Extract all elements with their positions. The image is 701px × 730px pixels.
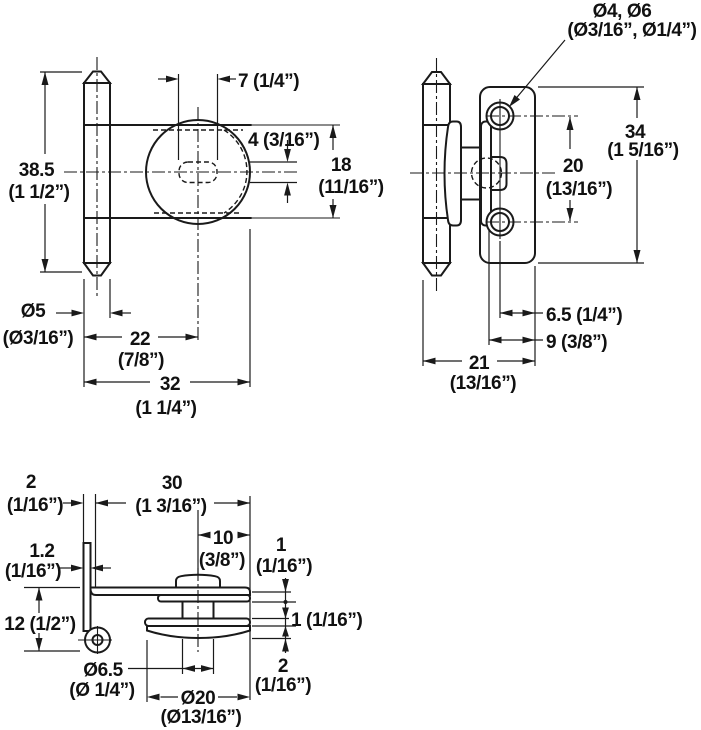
dim-gap-top-inch: (1/16”) bbox=[256, 556, 312, 577]
dim-34-inch: (1 5/16”) bbox=[607, 140, 678, 161]
dim-disc-thickness-label: 2 bbox=[278, 656, 288, 677]
dim-12t-inch: (1/16”) bbox=[5, 561, 61, 582]
dim-sleeve-dia: Ø6.5 (Ø 1/4”) bbox=[69, 639, 213, 701]
dim-pin-to-edge: 32 (1 1/4”) bbox=[84, 229, 250, 419]
dim-drop: 12 (1/2”) bbox=[4, 588, 80, 652]
dim-disc-dia-inch: (Ø13/16”) bbox=[161, 707, 242, 728]
dim-22-inch: (7/8”) bbox=[118, 350, 164, 371]
glass-clamp-stack bbox=[91, 575, 251, 638]
dim-65-label: 6.5 (1/4”) bbox=[546, 305, 622, 326]
dim-pin-to-center: 22 (7/8”) bbox=[84, 329, 198, 371]
dim-hole-to-edge: 6.5 (1/4”) bbox=[500, 241, 623, 326]
dim-20-inch: (13/16”) bbox=[546, 179, 613, 200]
dim-disc-dia-label: Ø20 bbox=[181, 688, 216, 709]
side-view: Ø4, Ø6 (Ø3/16”, Ø1/4”) 34 (1 5/16”) 20 (… bbox=[410, 1, 697, 394]
hole-dias-inch: (Ø3/16”, Ø1/4”) bbox=[567, 20, 696, 41]
dim-disc-dia: Ø20 (Ø13/16”) bbox=[147, 640, 250, 728]
dim-overall-width: 21 (13/16”) bbox=[423, 266, 535, 394]
dim-32-label: 32 bbox=[160, 374, 180, 395]
dim-30-inch: (1 3/16”) bbox=[135, 496, 206, 517]
front-view: 38.5 (1 1/2”) 7 (1/4”) 4 (3/16”) bbox=[3, 57, 384, 419]
dim-disc-thickness-inch: (1/16”) bbox=[255, 675, 311, 696]
dim-10-label: 10 bbox=[213, 528, 233, 549]
dim-slot-height: 4 (3/16”) bbox=[248, 130, 320, 203]
dim-center-to-edge: 10 (3/8”) bbox=[198, 510, 250, 574]
hole-dias-label: Ø4, Ø6 bbox=[593, 1, 652, 22]
dim-30-label: 30 bbox=[162, 473, 182, 494]
dim-pin-length-label: 38.5 bbox=[19, 160, 55, 181]
dim-arm-width-inch: (11/16”) bbox=[318, 177, 384, 198]
callout-hole-dias: Ø4, Ø6 (Ø3/16”, Ø1/4”) bbox=[509, 1, 697, 107]
dim-10-inch: (3/8”) bbox=[199, 550, 245, 571]
dim-21-inch: (13/16”) bbox=[450, 373, 517, 394]
dim-slot-width: 7 (1/4”) bbox=[158, 71, 300, 160]
dim-offset: 2 (1/16”) bbox=[7, 472, 96, 587]
dim-drop-label: 12 (1/2”) bbox=[4, 614, 75, 635]
dim-gap-top-label: 1 bbox=[276, 535, 287, 556]
dim-sleeve-label: Ø6.5 bbox=[83, 660, 123, 681]
dim-34-label: 34 bbox=[625, 122, 646, 143]
dim-arm-width-label: 18 bbox=[331, 155, 351, 176]
dim-pin-length-inch: (1 1/2”) bbox=[8, 182, 69, 203]
dim-22-label: 22 bbox=[130, 329, 150, 350]
dim-leaf-thickness: 1.2 (1/16”) bbox=[5, 541, 111, 582]
dim-pin-dia-inch: (Ø3/16”) bbox=[3, 328, 74, 349]
dim-21-label: 21 bbox=[469, 353, 490, 374]
dim-offset-label: 2 bbox=[26, 472, 36, 493]
dim-pin-dia: Ø5 (Ø3/16”) bbox=[3, 279, 131, 387]
dim-hole-to-edge2: 9 (3/8”) bbox=[489, 230, 608, 353]
dim-32-inch: (1 1/4”) bbox=[135, 398, 196, 419]
dim-arm-width: 18 (11/16”) bbox=[318, 125, 384, 218]
dim-gap-mid-label: 1 (1/16”) bbox=[291, 610, 362, 631]
dim-offset-inch: (1/16”) bbox=[7, 495, 63, 516]
bottom-view: 2 (1/16”) 30 (1 3/16”) 10 (3/8”) bbox=[4, 472, 363, 728]
dim-pin-length: 38.5 (1 1/2”) bbox=[8, 72, 82, 272]
dim-12t-label: 1.2 bbox=[29, 541, 54, 562]
dim-plate-height: 34 (1 5/16”) bbox=[538, 87, 679, 263]
dim-slot-width-label: 7 (1/4”) bbox=[238, 71, 299, 92]
dim-slot-height-label: 4 (3/16”) bbox=[248, 130, 319, 151]
dim-right-chain: 1 (1/16”) 1 (1/16”) 2 (1/16”) bbox=[252, 535, 363, 696]
dim-reach: 30 (1 3/16”) bbox=[95, 473, 251, 700]
dim-pin-dia-label: Ø5 bbox=[21, 301, 46, 322]
dim-hole-spacing: 20 (13/16”) bbox=[546, 117, 613, 221]
dim-sleeve-inch: (Ø 1/4”) bbox=[69, 680, 134, 701]
dim-9-label: 9 (3/8”) bbox=[546, 332, 607, 353]
screw-holes bbox=[487, 99, 514, 239]
door-leaf bbox=[78, 543, 112, 654]
dim-20-label: 20 bbox=[563, 156, 583, 177]
